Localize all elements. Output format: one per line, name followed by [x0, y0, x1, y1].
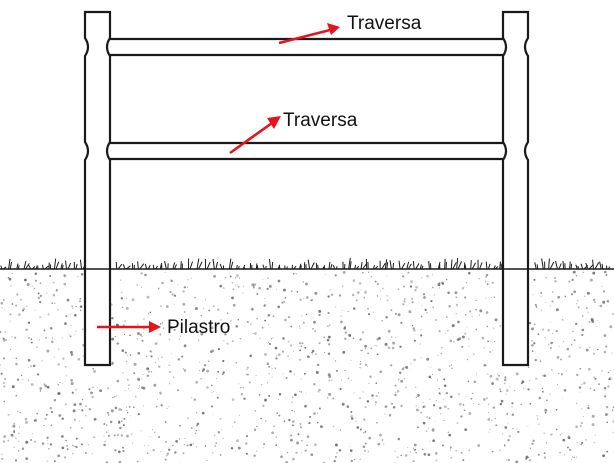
ground-texture [0, 270, 614, 463]
post-label: Pilastro [167, 317, 230, 338]
left-post [83, 10, 112, 367]
grass-tufts [0, 257, 611, 270]
middle-rail [100, 141, 513, 161]
arrow-post [97, 321, 161, 333]
right-post [501, 10, 530, 367]
top-rail-label: Traversa [347, 13, 422, 34]
top-rail [100, 37, 513, 57]
middle-rail-label: Traversa [283, 110, 358, 131]
arrow-middle-rail [229, 116, 281, 155]
arrow-top-rail [278, 23, 340, 45]
